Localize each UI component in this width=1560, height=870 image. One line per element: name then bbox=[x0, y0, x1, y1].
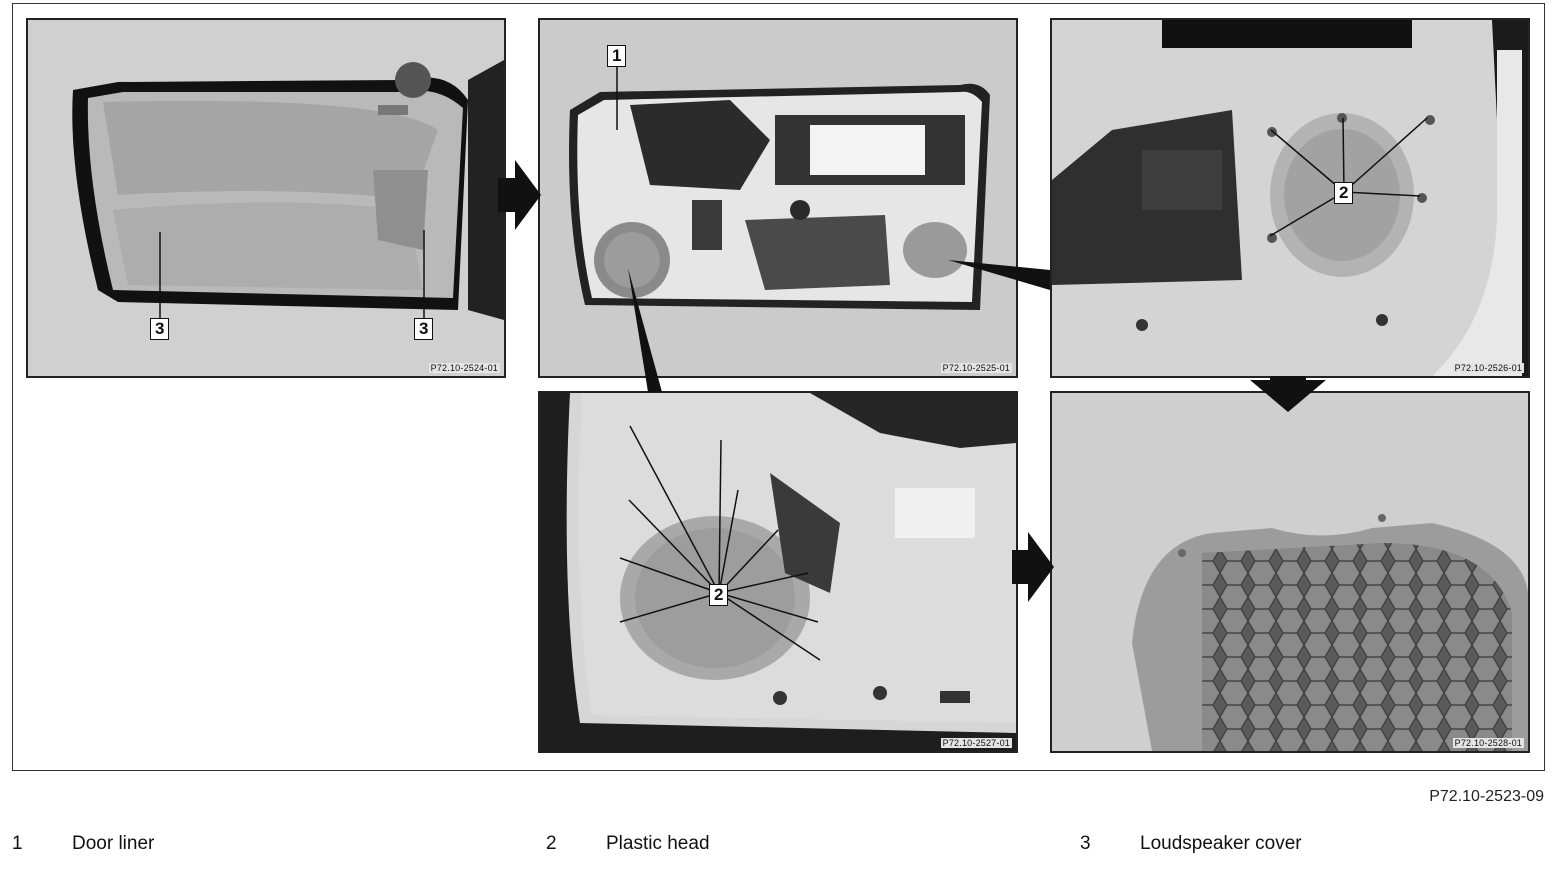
photo-door-panel: P72.10-2525-01 bbox=[538, 18, 1018, 378]
photo-loudspeaker-detail-top: P72.10-2526-01 bbox=[1050, 18, 1530, 378]
legend-number: 1 bbox=[12, 833, 23, 854]
legend-text: Door liner bbox=[72, 833, 155, 854]
legend-number: 2 bbox=[546, 833, 557, 854]
photo-code-label: P72.10-2525-01 bbox=[940, 363, 1012, 373]
photo-loudspeaker-detail-bottom: P72.10-2527-01 bbox=[538, 391, 1018, 753]
figure-code: P72.10-2523-09 bbox=[1429, 788, 1544, 805]
photo-code-label: P72.10-2524-01 bbox=[428, 363, 500, 373]
photo-door-liner-installed: P72.10-2524-01 bbox=[26, 18, 506, 378]
callout-3-loudspeaker-cover-left: 3 bbox=[150, 318, 170, 340]
callout-1-door-liner: 1 bbox=[607, 45, 627, 67]
photo-loudspeaker-cover: P72.10-2528-01 bbox=[1050, 391, 1530, 753]
callout-2-plastic-head-top: 2 bbox=[1334, 182, 1354, 204]
photo-code-label: P72.10-2528-01 bbox=[1452, 738, 1524, 748]
callout-2-plastic-head-bottom: 2 bbox=[709, 584, 729, 606]
legend-text: Plastic head bbox=[606, 833, 710, 854]
callout-3-loudspeaker-cover-right: 3 bbox=[414, 318, 434, 340]
legend-text: Loudspeaker cover bbox=[1140, 833, 1302, 854]
photo-code-label: P72.10-2526-01 bbox=[1452, 363, 1524, 373]
photo-code-label: P72.10-2527-01 bbox=[940, 738, 1012, 748]
legend-number: 3 bbox=[1080, 833, 1091, 854]
